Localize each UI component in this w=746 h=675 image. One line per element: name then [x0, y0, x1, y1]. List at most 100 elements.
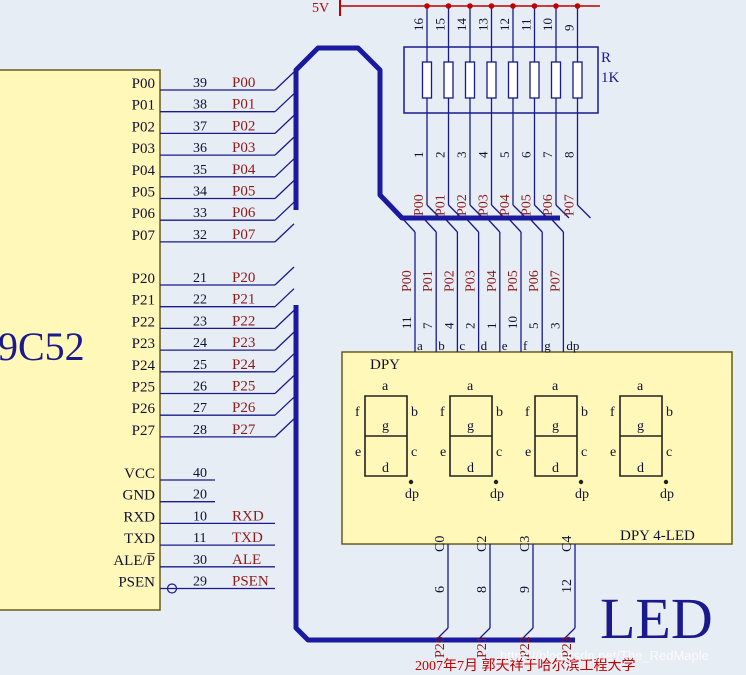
seg-a-label: a: [637, 379, 644, 394]
common-label: C2: [475, 536, 490, 552]
footer-text: 2007年7月 郭天祥于哈尔滨工程大学: [415, 657, 636, 674]
pin-name: P01: [132, 98, 155, 114]
display-name: DPY 4-LED: [620, 528, 695, 544]
pin-name: ALE/P̅: [113, 553, 155, 569]
bus-entry: [549, 217, 564, 233]
pin-number: 21: [193, 271, 207, 286]
pin-name: RXD: [123, 509, 155, 525]
pin-number: 30: [193, 553, 207, 568]
resistor-element: [550, 61, 562, 99]
pin-net-label: P07: [232, 227, 256, 243]
pin-number: 25: [193, 358, 207, 373]
segment-net-label: P05: [506, 270, 521, 292]
bus-entry: [577, 204, 591, 219]
seg-f-label: f: [525, 405, 530, 420]
bus-entry: [426, 204, 441, 219]
resistor-net-label: P06: [541, 194, 556, 216]
common-pin-number: 6: [433, 586, 448, 593]
pin-net-label: PSEN: [232, 574, 269, 590]
resistor-net-label: P02: [455, 194, 470, 216]
bus-entry: [562, 627, 576, 641]
bus-entry: [274, 375, 295, 394]
resistor-net-label: P03: [477, 194, 492, 216]
seg-d-label: d: [552, 461, 559, 476]
psen-inverter-bubble: [166, 583, 178, 594]
led-display-box: [341, 351, 733, 545]
digit-outline: [619, 395, 663, 477]
resistor-ref: R: [601, 50, 611, 66]
data-bus: [293, 45, 575, 643]
display-digits: P0011aP017bP024cP032dP041eP0510fP065gP07…: [355, 217, 674, 658]
seg-c-label: c: [666, 445, 672, 460]
seg-f-label: f: [610, 405, 615, 420]
seg-c-label: c: [581, 445, 587, 460]
segment-net-label: P00: [400, 270, 415, 292]
bus-entry: [469, 204, 484, 219]
resistor-bottom-pin: 3: [454, 152, 469, 159]
seg-a-label: a: [382, 379, 389, 394]
resistor-top-pin: 15: [433, 18, 448, 31]
junction-dot: [531, 3, 538, 9]
mcu-chip-name: 9C52: [0, 324, 85, 369]
pin-name: P04: [132, 163, 156, 179]
seg-c-label: c: [411, 445, 417, 460]
bus-entry: [443, 217, 458, 233]
common-net-label: P22: [518, 636, 533, 658]
bus-entry: [520, 627, 534, 641]
pin-net-label: P00: [232, 75, 255, 91]
resistor-element: [421, 61, 433, 99]
pin-number: 29: [193, 575, 207, 590]
seg-g-label: g: [552, 419, 559, 434]
pin-net-label: P25: [232, 379, 255, 395]
resistor-top-pin: 11: [519, 18, 534, 31]
pin-number: 22: [193, 293, 207, 308]
pin-net-label: P27: [232, 422, 256, 438]
pin-number: 28: [193, 423, 207, 438]
segment-pin-number: 2: [463, 323, 478, 330]
bus-entry: [507, 217, 522, 233]
bus-entry: [465, 217, 480, 233]
pin-number: 35: [193, 163, 207, 178]
pin-net-label: P23: [232, 335, 255, 351]
common-net-label: P20: [433, 636, 448, 658]
bus-lower: [293, 305, 575, 643]
power-label: 5V: [312, 1, 329, 16]
bus-entry: [274, 114, 295, 134]
common-pin-number: 12: [560, 579, 575, 593]
segment-pin-letter: b: [438, 338, 445, 353]
pin-net-label: P04: [232, 162, 256, 178]
resistor-net-label: P00: [412, 194, 427, 216]
bus-entry: [512, 204, 527, 219]
mcu-chip-body: [0, 69, 161, 611]
pin-number: 10: [193, 509, 207, 524]
led-caption: LED: [600, 586, 713, 651]
seg-b-label: b: [411, 405, 418, 420]
bus-entry: [274, 201, 295, 221]
resistor-bottom-pin: 8: [562, 152, 577, 159]
pin-net-label: P06: [232, 205, 256, 221]
resistor-top-pin: 16: [411, 18, 426, 32]
bus-entry: [491, 204, 505, 219]
pin-number: 20: [193, 488, 207, 503]
decimal-point: [493, 479, 499, 485]
resistor-bottom-pin: 2: [433, 152, 448, 159]
seg-b-label: b: [496, 405, 503, 420]
junction-dot: [574, 3, 581, 9]
segment-net-label: P03: [464, 270, 479, 292]
resistor-bottom-pin: 7: [540, 151, 555, 158]
pin-number: 27: [193, 401, 207, 416]
pin-number: 34: [193, 185, 207, 200]
seg-dp-label: dp: [405, 487, 419, 502]
resistor-element: [529, 61, 540, 99]
pin-net-label: ALE: [232, 552, 261, 568]
segment-pin-number: 11: [399, 316, 414, 329]
common-pin-number: 8: [475, 586, 490, 593]
junction-dot: [467, 3, 473, 9]
pin-number: 37: [193, 119, 207, 134]
segment-pin-number: 3: [547, 323, 562, 330]
common-net-label: P21: [475, 636, 490, 658]
resistor-bottom-pin: 5: [497, 152, 512, 159]
